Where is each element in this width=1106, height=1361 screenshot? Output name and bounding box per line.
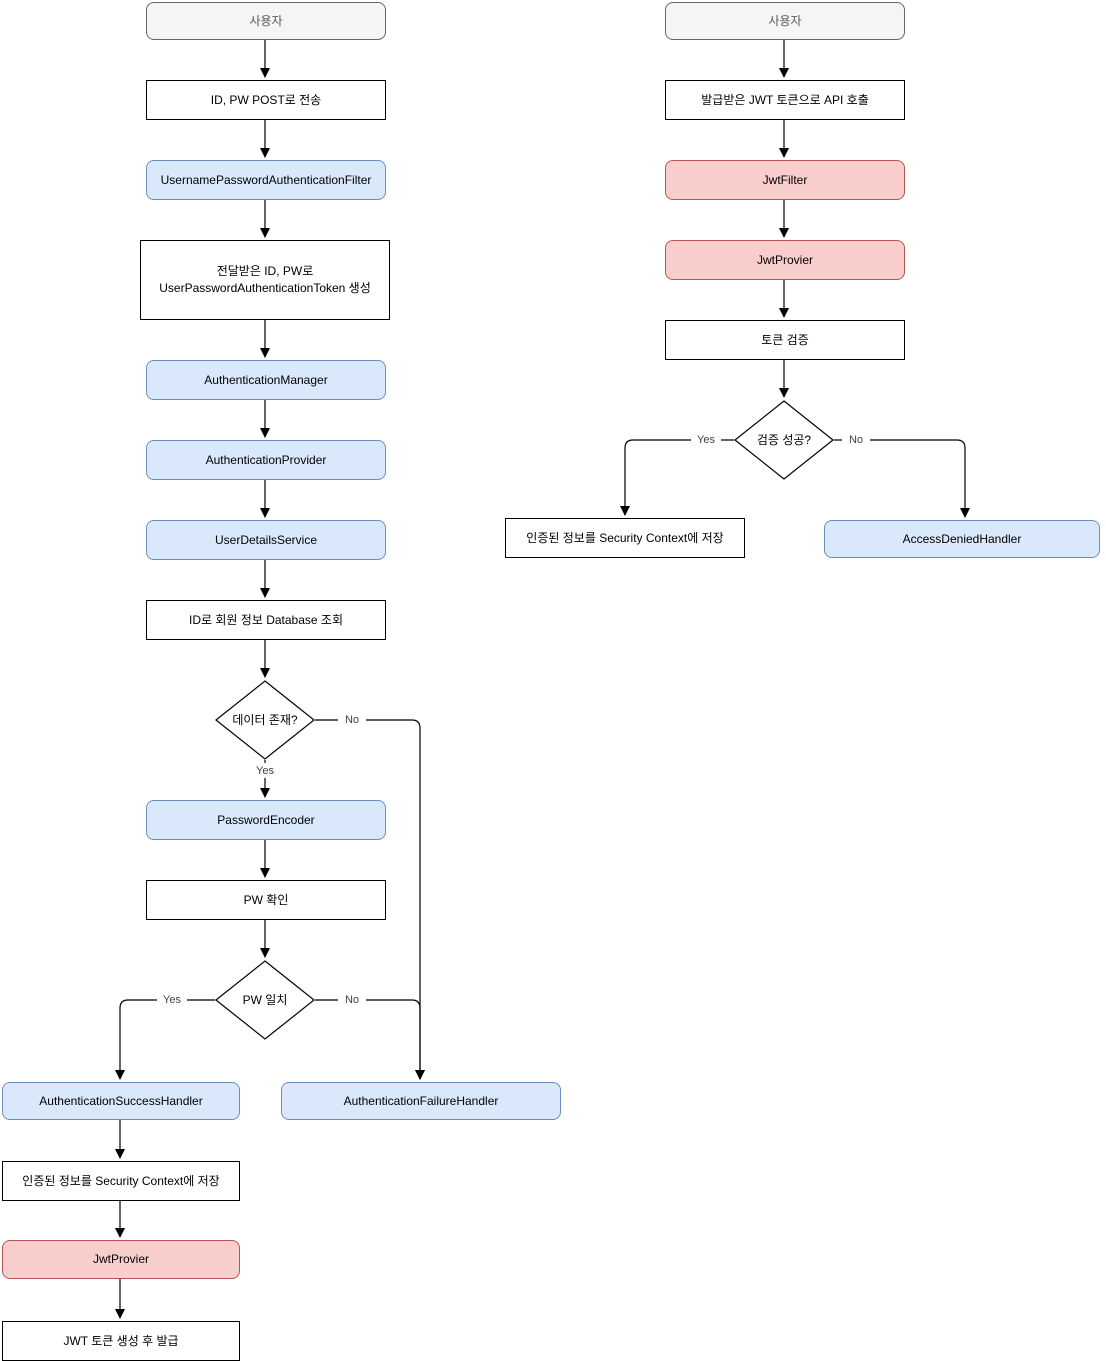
diamond-shape bbox=[215, 680, 315, 760]
left-flow-node-authentication-success-handler: AuthenticationSuccessHandler bbox=[2, 1082, 240, 1120]
edge-label-bg bbox=[157, 992, 187, 1007]
node-label: ID로 회원 정보 Database 조회 bbox=[189, 612, 343, 627]
node-label: JwtProvier bbox=[92, 1252, 149, 1267]
right-flow-node-access-denied-handler: AccessDeniedHandler bbox=[824, 520, 1100, 558]
left-flow-node-security-context-save: 인증된 정보를 Security Context에 저장 bbox=[2, 1161, 240, 1201]
edge-label-validation-yes: Yes bbox=[697, 434, 715, 446]
node-label: UsernamePasswordAuthenticationFilter bbox=[160, 172, 372, 187]
left-flow-node-user-start: 사용자 bbox=[146, 2, 386, 40]
node-label: 데이터 존재? bbox=[232, 712, 298, 727]
node-label: 토큰 검증 bbox=[761, 332, 809, 347]
node-label: JWT 토큰 생성 후 발급 bbox=[63, 1333, 179, 1348]
right-flow-node-user-start: 사용자 bbox=[665, 2, 905, 40]
diamond-shape bbox=[734, 400, 834, 480]
edge-label-pw-match-no: No bbox=[345, 994, 359, 1006]
connector bbox=[115, 999, 215, 1080]
edge-label-validation-no: No bbox=[849, 434, 863, 446]
left-flow-node-authentication-failure-handler: AuthenticationFailureHandler bbox=[281, 1082, 561, 1120]
node-label: AuthenticationSuccessHandler bbox=[39, 1093, 203, 1108]
node-label: JwtFilter bbox=[762, 172, 808, 187]
node-label: PasswordEncoder bbox=[217, 812, 315, 827]
node-label: AuthenticationFailureHandler bbox=[343, 1093, 499, 1108]
edge-label-bg bbox=[842, 432, 870, 447]
node-label: 발급받은 JWT 토큰으로 API 호출 bbox=[701, 92, 869, 107]
left-flow-node-pw-check: PW 확인 bbox=[146, 880, 386, 920]
edge-label-pw-match-yes: Yes bbox=[163, 994, 181, 1006]
left-flow-node-data-exists-decision: 데이터 존재? bbox=[215, 680, 315, 760]
left-flow-node-authentication-manager: AuthenticationManager bbox=[146, 360, 386, 400]
right-flow-node-validation-success-decision: 검증 성공? bbox=[734, 400, 834, 480]
edge-label-bg bbox=[691, 432, 721, 447]
right-flow-node-security-context-save: 인증된 정보를 Security Context에 저장 bbox=[505, 518, 745, 558]
left-flow-node-jwt-provider: JwtProvier bbox=[2, 1240, 240, 1279]
node-label: AuthenticationManager bbox=[204, 372, 328, 387]
node-label: AccessDeniedHandler bbox=[902, 531, 1022, 546]
node-label: PW 일치 bbox=[242, 992, 288, 1007]
node-label: PW 확인 bbox=[243, 892, 289, 907]
left-flow-node-id-pw-post: ID, PW POST로 전송 bbox=[146, 80, 386, 120]
node-label: AuthenticationProvider bbox=[205, 452, 327, 467]
right-flow-node-jwt-provider: JwtProvier bbox=[665, 240, 905, 280]
node-label: 전달받은 ID, PW로 UserPasswordAuthenticationT… bbox=[159, 264, 371, 295]
node-label: 사용자 bbox=[768, 13, 802, 28]
node-label: ID, PW POST로 전송 bbox=[210, 92, 322, 107]
left-flow-node-pw-match-decision: PW 일치 bbox=[215, 960, 315, 1040]
node-label: JwtProvier bbox=[756, 252, 813, 267]
node-label: 인증된 정보를 Security Context에 저장 bbox=[22, 1173, 220, 1188]
connector bbox=[315, 999, 425, 1080]
left-flow-node-user-details-service: UserDetailsService bbox=[146, 520, 386, 560]
left-flow-node-create-user-password-authentication-token: 전달받은 ID, PW로 UserPasswordAuthenticationT… bbox=[140, 240, 390, 320]
node-label: 인증된 정보를 Security Context에 저장 bbox=[526, 530, 724, 545]
node-label: 사용자 bbox=[249, 13, 283, 28]
connector bbox=[834, 439, 970, 518]
edge-label-bg bbox=[250, 763, 280, 778]
left-flow-node-jwt-token-issue: JWT 토큰 생성 후 발급 bbox=[2, 1321, 240, 1361]
left-flow-node-username-password-authentication-filter: UsernamePasswordAuthenticationFilter bbox=[146, 160, 386, 200]
left-flow-node-db-lookup: ID로 회원 정보 Database 조회 bbox=[146, 600, 386, 640]
left-flow-node-authentication-provider: AuthenticationProvider bbox=[146, 440, 386, 480]
diamond-shape bbox=[215, 960, 315, 1040]
right-flow-node-token-validation: 토큰 검증 bbox=[665, 320, 905, 360]
right-flow-node-api-call-with-jwt: 발급받은 JWT 토큰으로 API 호출 bbox=[665, 80, 905, 120]
edge-label-bg bbox=[338, 712, 366, 727]
edge-label-data-exists-yes: Yes bbox=[256, 765, 274, 777]
node-label: 검증 성공? bbox=[756, 432, 812, 447]
edge-label-bg bbox=[338, 992, 366, 1007]
edge-label-data-exists-no: No bbox=[345, 714, 359, 726]
left-flow-node-password-encoder: PasswordEncoder bbox=[146, 800, 386, 840]
right-flow-node-jwt-filter: JwtFilter bbox=[665, 160, 905, 200]
node-label: UserDetailsService bbox=[214, 532, 318, 547]
connector bbox=[620, 439, 734, 516]
